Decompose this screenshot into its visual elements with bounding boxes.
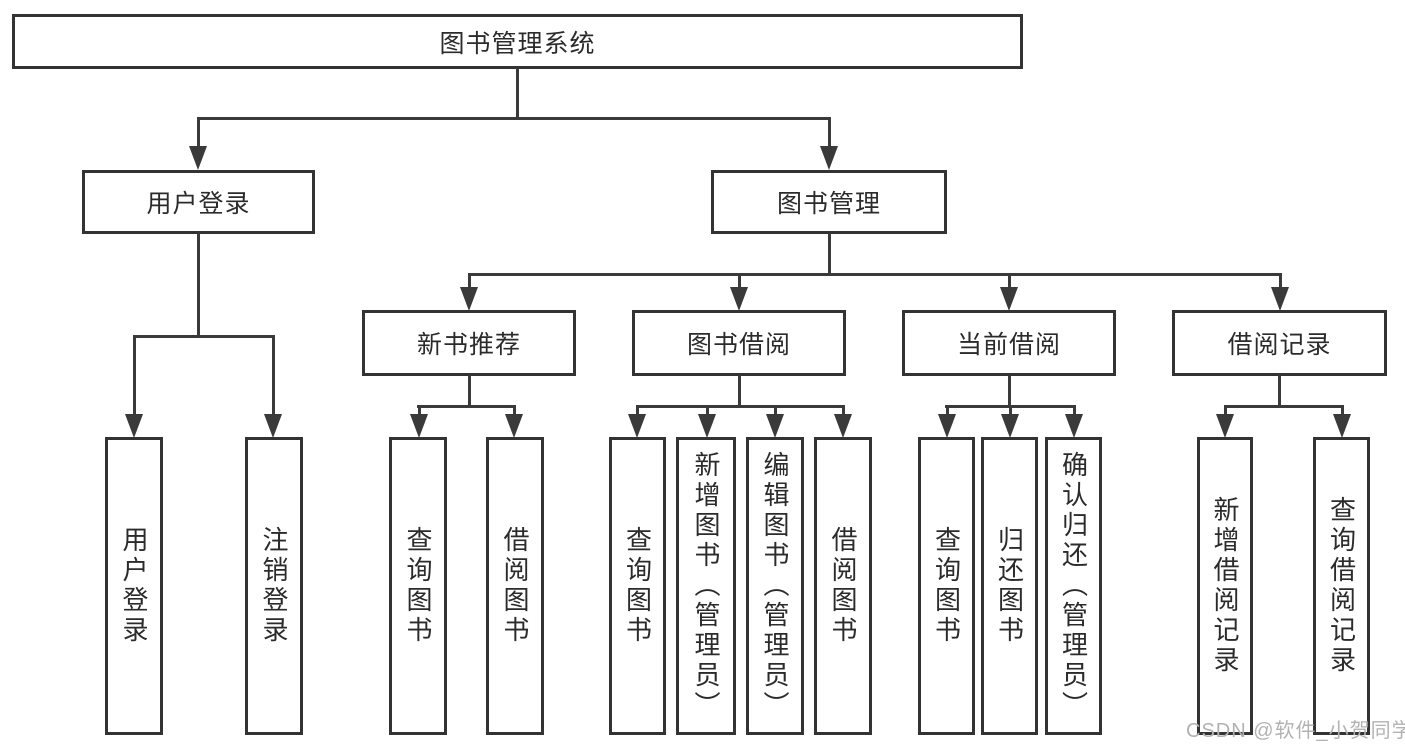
node-borrowing-records: 借阅记录	[1172, 310, 1387, 376]
leaf-edit-books-admin: 编辑图书（管理员）	[746, 437, 804, 735]
down-arrow-to-book-mgmt	[820, 117, 838, 170]
leaf-add-borrow-record: 新增借阅记录	[1197, 437, 1253, 735]
leaf-query-books-borrow: 查询图书	[609, 437, 666, 735]
leaf-label: 借阅图书	[500, 526, 530, 646]
connector-level2-branch	[197, 117, 831, 120]
leaf-label: 归还图书	[994, 526, 1025, 646]
leaf-label: 查询借阅记录	[1326, 496, 1357, 676]
down-arrow-to-leaf-edit-books	[766, 405, 784, 438]
node-book-borrowing: 图书借阅	[632, 310, 846, 376]
down-arrow-to-leaf-add-record	[1216, 405, 1234, 438]
connector-new-book-branch	[417, 405, 516, 408]
connector-level3-branch	[468, 273, 1281, 276]
leaf-borrow-books-recommend: 借阅图书	[486, 437, 544, 735]
connector-book-mgmt-stub	[828, 233, 831, 276]
leaf-label: 新增借阅记录	[1210, 496, 1240, 676]
down-arrow-to-user-login	[189, 117, 207, 170]
leaf-query-books-recommend: 查询图书	[389, 437, 447, 735]
down-arrow-to-leaf-user-login	[125, 335, 143, 438]
leaf-label: 查询图书	[931, 526, 962, 646]
connector-root-stub	[516, 68, 519, 120]
leaf-borrow-books: 借阅图书	[814, 437, 872, 735]
leaf-label: 编辑图书（管理员）	[760, 451, 790, 721]
leaf-label: 借阅图书	[828, 526, 858, 646]
connector-user-login-stub	[197, 233, 200, 337]
down-arrow-to-leaf-query-recommend	[410, 405, 428, 438]
csdn-watermark: CSDN @软件_小贺同学	[1186, 720, 1405, 742]
node-user-login: 用户登录	[82, 170, 315, 234]
down-arrow-to-records	[1271, 273, 1289, 311]
connector-current-borrow-stub	[1008, 376, 1011, 408]
connector-new-book-stub	[468, 375, 471, 408]
leaf-label: 查询图书	[403, 526, 433, 646]
leaf-label: 新增图书（管理员）	[691, 451, 721, 721]
down-arrow-to-new-book	[460, 273, 478, 311]
node-current-borrowing: 当前借阅	[902, 310, 1116, 376]
connector-user-login-branch	[133, 335, 274, 338]
leaf-label: 查询图书	[622, 526, 653, 646]
down-arrow-to-leaf-add-books	[698, 405, 716, 438]
connector-records-stub	[1278, 375, 1281, 408]
connector-book-borrow-branch	[636, 405, 844, 408]
down-arrow-to-leaf-return-books	[1001, 405, 1019, 438]
leaf-logout: 注销登录	[245, 437, 303, 735]
down-arrow-to-current-borrow	[1000, 273, 1018, 311]
down-arrow-to-leaf-logout	[264, 335, 282, 438]
connector-book-borrow-stub	[738, 375, 741, 408]
down-arrow-to-leaf-borrow-recommend	[505, 405, 523, 438]
connector-records-branch	[1224, 405, 1343, 408]
node-new-book-recommendation: 新书推荐	[362, 310, 576, 376]
leaf-label: 确认归还（管理员）	[1058, 451, 1089, 721]
leaf-return-books: 归还图书	[981, 437, 1038, 735]
down-arrow-to-book-borrow	[730, 273, 748, 311]
node-book-management: 图书管理	[711, 170, 947, 234]
down-arrow-to-leaf-query-current	[938, 405, 956, 438]
leaf-query-borrow-record: 查询借阅记录	[1313, 437, 1370, 735]
leaf-label: 用户登录	[119, 526, 149, 646]
root-node-system: 图书管理系统	[12, 14, 1023, 69]
leaf-add-books-admin: 新增图书（管理员）	[676, 437, 736, 735]
leaf-query-books-current: 查询图书	[918, 437, 975, 735]
down-arrow-to-leaf-confirm-return	[1065, 405, 1083, 438]
down-arrow-to-leaf-query-borrow	[628, 405, 646, 438]
down-arrow-to-leaf-query-record	[1333, 405, 1351, 438]
down-arrow-to-leaf-borrow-books	[834, 405, 852, 438]
leaf-confirm-return-admin: 确认归还（管理员）	[1045, 437, 1102, 735]
leaf-label: 注销登录	[259, 526, 289, 646]
leaf-user-login: 用户登录	[105, 437, 163, 735]
